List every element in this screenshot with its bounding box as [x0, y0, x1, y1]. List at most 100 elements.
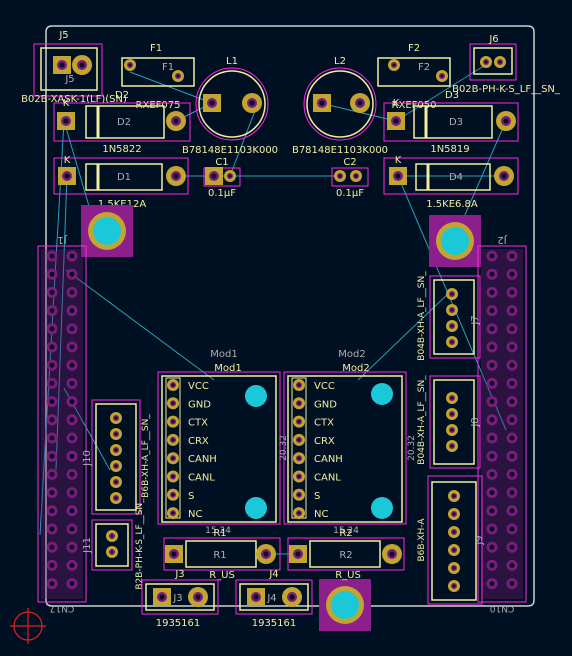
header-pin: [486, 396, 498, 408]
header-pin: [506, 414, 518, 426]
fuse-f1[interactable]: F1 F1 RXEF075: [121, 43, 195, 111]
header-j1[interactable]: J1 CN17: [37, 234, 87, 613]
header-pin: [486, 268, 498, 280]
value-mod2: Mod2: [342, 363, 369, 374]
header-pin: [46, 414, 58, 426]
fab-ref-j5: J5: [64, 74, 74, 85]
terminal-j4[interactable]: J4 J4 1935161: [235, 569, 313, 629]
ratsnest-lines: [39, 61, 507, 555]
module-pin: [167, 507, 179, 520]
inductor-l1[interactable]: L1 B78148E1103K000: [182, 56, 278, 156]
header-pin: [486, 487, 498, 499]
board-outline: [45, 25, 535, 607]
ref-f1: F1: [150, 43, 162, 54]
header-j2[interactable]: J2 CN10: [477, 234, 527, 613]
mounting-hole-top-right: [429, 215, 481, 267]
ref-j7: J7: [470, 315, 481, 325]
header-pin: [506, 523, 518, 535]
header-pin: [66, 250, 78, 262]
fab-ref-j4: J4: [266, 593, 276, 604]
fab-ref-r2: R2: [339, 550, 352, 561]
header-pin: [66, 396, 78, 408]
module-pin-label: NC: [188, 509, 202, 520]
diode-d1[interactable]: K D1 1.5KE12A: [53, 155, 189, 210]
module-pin-label: CANH: [314, 454, 343, 465]
header-pin: [506, 541, 518, 553]
ref-mod2: Mod2: [338, 349, 365, 360]
terminal-j3[interactable]: J3 J3 1935161: [141, 569, 219, 629]
connector-j8[interactable]: J8 B04B-XH-A_LF__SN_: [417, 375, 481, 469]
connector-j9[interactable]: J9 B6B-XH-A: [417, 475, 485, 605]
value-j11: B2B-PH-K-S_LF__SN_: [135, 498, 145, 590]
value-j4: 1935161: [252, 618, 297, 629]
header-pin: [66, 559, 78, 571]
module-pin-label: CTX: [188, 418, 208, 429]
module-pin: [293, 452, 305, 465]
header-pin: [66, 268, 78, 280]
connector-j10[interactable]: J10 B6B-XH-A_LF__SN_: [82, 399, 151, 515]
capacitor-c2[interactable]: C2 0.1µF: [331, 157, 369, 199]
ref-j3: J3: [174, 569, 184, 580]
ref-l2: L2: [334, 56, 346, 67]
module-pin: [293, 433, 305, 446]
inductor-l2[interactable]: L2 B78148E1103K000: [292, 56, 388, 156]
origin-crosshair-icon: [10, 608, 46, 644]
module-pin-label: CANL: [188, 473, 215, 484]
ref-j4: J4: [268, 569, 278, 580]
header-pin: [486, 286, 498, 298]
connector-j11[interactable]: J11 B2B-PH-K-S_LF__SN_: [82, 498, 145, 590]
connector-j5[interactable]: J5 J5 B02B-XASK-1(LF)(SN): [21, 30, 127, 105]
dim-mod2-height-right: 20.32: [407, 435, 417, 461]
header-pin: [46, 396, 58, 408]
connector-j6[interactable]: J6 B02B-PH-K-S_LF__SN_: [452, 34, 561, 95]
header-pin: [46, 541, 58, 553]
module-pin: [167, 488, 179, 501]
header-pin: [66, 305, 78, 317]
resistor-r1[interactable]: R1 R1 R_US: [163, 528, 281, 581]
fab-ref-d3: D3: [449, 117, 463, 128]
resistor-r2[interactable]: R2 R2 R_US: [287, 528, 405, 581]
header-pin: [46, 505, 58, 517]
header-pin: [486, 468, 498, 480]
value-c2: 0.1µF: [336, 188, 364, 199]
header-pin: [46, 323, 58, 335]
header-pin: [46, 359, 58, 371]
module-pin-label: CTX: [314, 418, 334, 429]
connector-j7[interactable]: J7 B04B-XH-A_LF__SN_: [417, 271, 481, 361]
value-j7: B04B-XH-A_LF__SN_: [417, 271, 427, 361]
value-mod1: Mod1: [214, 363, 241, 374]
header-pin: [486, 541, 498, 553]
value-d1: 1.5KE12A: [98, 199, 147, 210]
value-j6: B02B-PH-K-S_LF__SN_: [452, 84, 561, 95]
capacitor-c1[interactable]: C1 0.1µF: [203, 157, 241, 199]
module-pin-label: GND: [314, 399, 337, 410]
module-pin: [293, 397, 305, 410]
value-c1: 0.1µF: [208, 188, 236, 199]
module-pin: [167, 433, 179, 446]
diode-d2[interactable]: K D2 D2 1N5822: [53, 90, 191, 155]
header-pin: [66, 323, 78, 335]
header-pin: [66, 505, 78, 517]
header-pin: [66, 377, 78, 389]
header-pin: [486, 523, 498, 535]
header-pin: [66, 523, 78, 535]
diode-d4[interactable]: K D4 1.5KE6.8A: [383, 155, 519, 210]
header-pin: [506, 487, 518, 499]
ref-l1: L1: [226, 56, 238, 67]
diode-d3[interactable]: K D3 D3 1N5819: [383, 90, 519, 155]
header-pin: [46, 523, 58, 535]
header-pin: [66, 541, 78, 553]
fuse-f2[interactable]: F2 F2 RXEF050: [377, 43, 451, 111]
module-pin-label: GND: [188, 399, 211, 410]
header-pin: [506, 305, 518, 317]
header-pin: [486, 323, 498, 335]
module-pin: [293, 488, 305, 501]
header-pin: [66, 359, 78, 371]
header-pin: [486, 505, 498, 517]
ref-j1: J1: [57, 234, 67, 245]
